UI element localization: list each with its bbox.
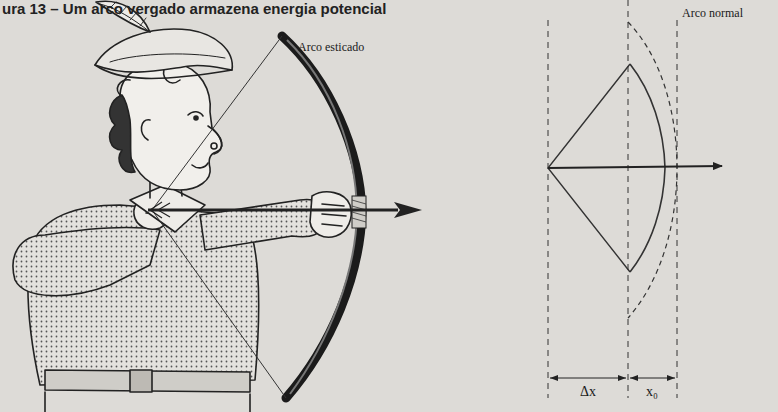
guide-line: [628, 0, 629, 398]
dimension-line: [550, 378, 626, 379]
stretched-bow: [630, 64, 665, 272]
arrow: [548, 166, 722, 168]
dimension-label: x₀: [646, 384, 658, 400]
dimension-line: [630, 378, 675, 379]
arrow: [148, 202, 422, 218]
normal-bow: [628, 22, 677, 318]
dimension-label: Δx: [580, 384, 596, 400]
bow-label: Arco normal: [682, 6, 743, 21]
guide-line: [677, 20, 678, 398]
bow: [282, 36, 366, 398]
bowstring: [152, 36, 286, 398]
archer: [13, 1, 351, 412]
bow-label: Arco esticado: [298, 40, 364, 55]
guide-line: [548, 20, 549, 398]
bow-diagram: [548, 0, 722, 398]
figure-title: ura 13 – Um arco vergado armazena energi…: [2, 0, 386, 17]
